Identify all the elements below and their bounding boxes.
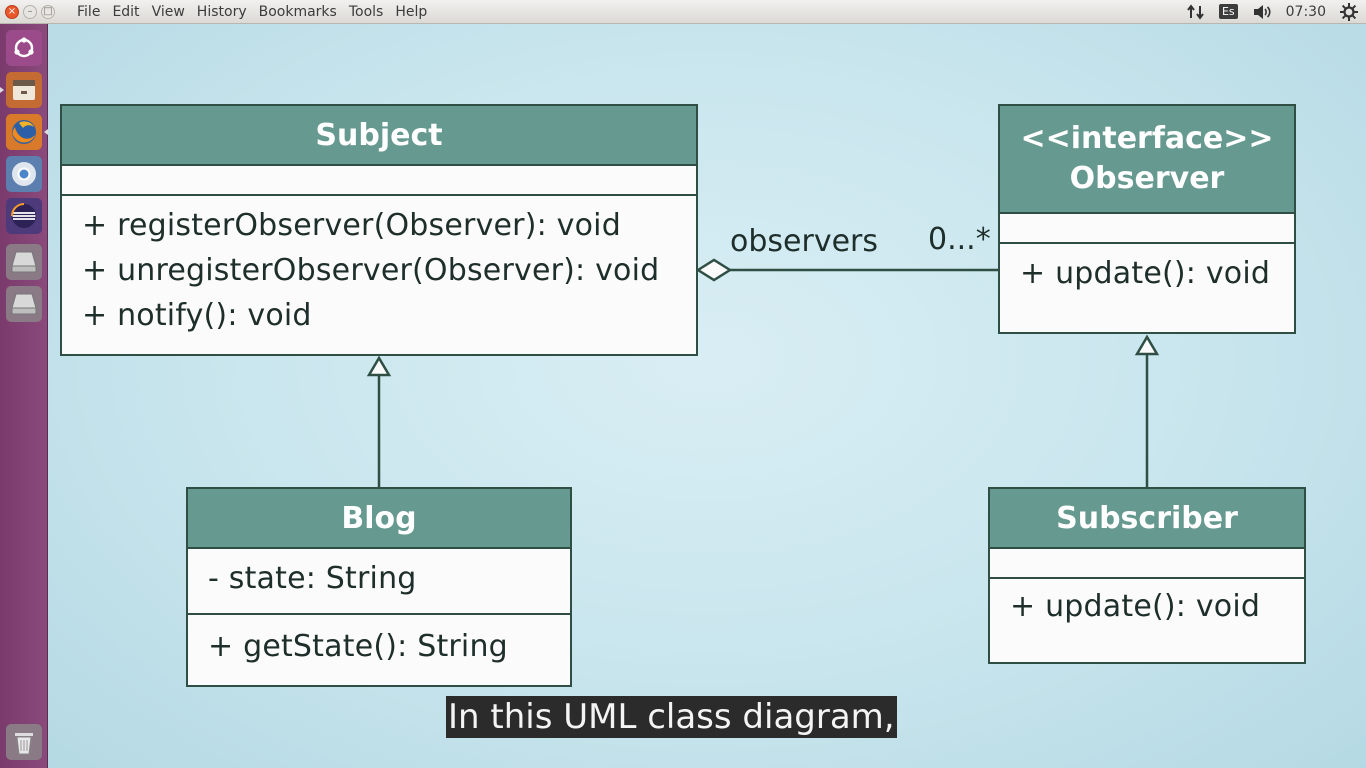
eclipse-icon[interactable]: [6, 198, 42, 234]
firefox-icon[interactable]: [6, 114, 48, 150]
association-role-label: observers: [730, 224, 878, 259]
subject-operation: + notify(): void: [82, 298, 312, 333]
menu-file[interactable]: File: [77, 3, 101, 20]
subscriber-realization-arrowhead: [1134, 334, 1160, 356]
blog-attribute: - state: String: [208, 561, 417, 596]
blog-class-name: Blog: [188, 489, 570, 549]
top-menu-bar: × – □ File Edit View History Bookmarks T…: [0, 0, 1366, 24]
subscriber-operations: + update(): void: [990, 579, 1304, 624]
keyboard-layout-indicator[interactable]: Es: [1218, 4, 1238, 19]
observer-header: <<interface>> Observer: [1000, 106, 1294, 214]
minimize-window-button[interactable]: –: [23, 4, 37, 19]
dash-icon[interactable]: [6, 30, 42, 66]
observer-attributes: [1000, 214, 1294, 244]
subject-class-name: Subject: [62, 106, 696, 166]
diagram-connectors: [366, 258, 1160, 487]
blog-class: Blog - state: String + getState(): Strin…: [186, 487, 572, 687]
menu-tools[interactable]: Tools: [348, 3, 384, 20]
aggregation-diamond: [695, 258, 733, 282]
video-slide: observers 0...* Subject + registerObserv…: [48, 24, 1366, 768]
network-transfer-icon[interactable]: [1187, 3, 1205, 20]
association-multiplicity-label: 0...*: [928, 222, 991, 257]
observer-operations: + update(): void: [1000, 244, 1294, 291]
subject-operation: + unregisterObserver(Observer): void: [82, 253, 660, 288]
menu-bookmarks[interactable]: Bookmarks: [258, 3, 337, 20]
subject-operation: + registerObserver(Observer): void: [82, 208, 621, 243]
files-icon[interactable]: [0, 72, 42, 108]
observer-operation: + update(): void: [1020, 256, 1271, 291]
app-menu: File Edit View History Bookmarks Tools H…: [71, 4, 433, 20]
menu-edit[interactable]: Edit: [112, 3, 140, 20]
trash-icon[interactable]: [6, 724, 42, 760]
gear-icon[interactable]: [1340, 2, 1358, 21]
chromium-icon[interactable]: [6, 156, 42, 192]
system-indicators: Es 07:30: [1187, 2, 1366, 21]
drive-icon[interactable]: [6, 244, 42, 280]
subject-class: Subject + registerObserver(Observer): vo…: [60, 104, 698, 356]
subscriber-operation: + update(): void: [1010, 589, 1261, 624]
blog-attributes: - state: String: [188, 549, 570, 615]
launcher-sidebar: [0, 24, 48, 768]
observer-class-name: Observer: [1069, 161, 1225, 196]
observer-stereotype: <<interface>>: [1020, 121, 1274, 156]
subscriber-attributes: [990, 549, 1304, 579]
menu-view[interactable]: View: [151, 3, 185, 20]
blog-operations: + getState(): String: [188, 615, 570, 664]
menu-help[interactable]: Help: [395, 3, 428, 20]
keyboard-layout-label: Es: [1218, 4, 1238, 19]
window-controls: × – □: [5, 4, 61, 19]
close-window-button[interactable]: ×: [5, 4, 19, 19]
maximize-window-button[interactable]: □: [41, 4, 55, 19]
subscriber-class-name: Subscriber: [990, 489, 1304, 549]
drive-icon[interactable]: [6, 286, 42, 322]
subject-attributes: [62, 166, 696, 196]
menu-history[interactable]: History: [196, 3, 247, 20]
blog-generalization-arrowhead: [366, 355, 392, 377]
observer-interface: <<interface>> Observer + update(): void: [998, 104, 1296, 334]
speaker-icon[interactable]: [1252, 4, 1272, 20]
video-subtitle: In this UML class diagram,: [446, 696, 897, 738]
subscriber-class: Subscriber + update(): void: [988, 487, 1306, 664]
subject-operations: + registerObserver(Observer): void + unr…: [62, 196, 696, 341]
clock[interactable]: 07:30: [1285, 3, 1326, 20]
blog-operation: + getState(): String: [208, 629, 508, 664]
